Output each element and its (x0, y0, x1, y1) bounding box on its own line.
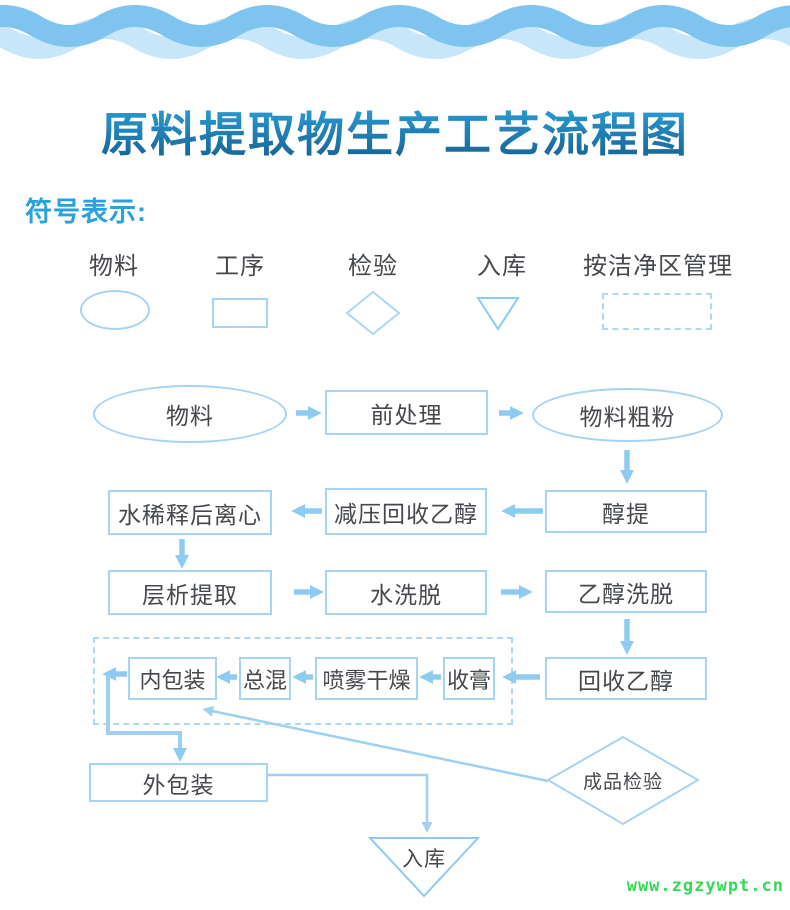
legend-label-clean-area: 按洁净区管理 (583, 253, 733, 280)
flow-node-alcohol-extraction: 醇提 (545, 490, 707, 533)
legend-heading: 符号表示: (25, 197, 147, 227)
connector-outer-packaging-to-warehousing (268, 773, 433, 833)
flow-node-ethanol-elution: 乙醇洗脱 (545, 570, 707, 613)
flow-node-spray-drying: 喷雾干燥 (315, 657, 418, 700)
flow-node-chromatography: 层析提取 (108, 570, 272, 615)
flow-node-water-elution: 水洗脱 (325, 570, 487, 615)
flow-node-inner-packaging: 内包装 (128, 657, 217, 700)
legend-ellipse-symbol (80, 290, 150, 330)
flow-node-dilution-centrifuge: 水稀释后离心 (108, 490, 272, 535)
flow-node-outer-packaging: 外包装 (89, 763, 268, 802)
legend-label-material: 物料 (89, 253, 139, 280)
flow-node-vacuum-recovery: 减压回收乙醇 (325, 488, 487, 535)
legend-rect-symbol (212, 298, 268, 328)
flow-node-inspection-label: 成品检验 (582, 771, 663, 793)
wave-front (0, 5, 790, 47)
legend-label-process: 工序 (215, 253, 265, 280)
flow-node-coarse-powder: 物料粗粉 (532, 388, 723, 442)
page-title: 原料提取物生产工艺流程图 (0, 96, 790, 165)
flow-node-pretreatment: 前处理 (325, 390, 488, 435)
header-wave-banner (0, 5, 790, 59)
legend-label-warehousing: 入库 (477, 253, 527, 280)
watermark: www.zgzywpt.cn (626, 876, 784, 896)
legend-dashed-rect-symbol (602, 293, 712, 330)
flow-node-warehousing-label: 入库 (402, 848, 446, 871)
wave-back (0, 17, 790, 59)
legend-label-inspection: 检验 (348, 253, 398, 280)
flow-node-ethanol-recovery: 回收乙醇 (545, 657, 707, 700)
legend-diamond-symbol (345, 290, 401, 336)
flow-node-paste-collection: 收膏 (443, 657, 495, 700)
flow-node-material: 物料 (93, 385, 287, 443)
flow-node-total-mixing: 总混 (239, 657, 291, 700)
legend-triangle-symbol (476, 297, 520, 331)
